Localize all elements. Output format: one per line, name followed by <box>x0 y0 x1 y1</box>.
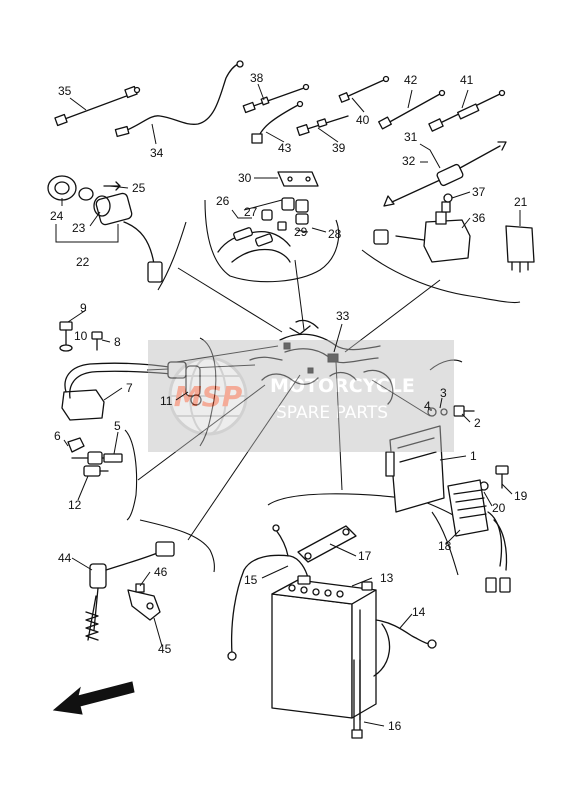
part-15-lead <box>227 524 309 661</box>
watermark-globe-icon <box>168 356 248 436</box>
callout-19: 19 <box>514 489 528 503</box>
callout-20: 20 <box>492 501 506 515</box>
watermark: MSP MOTORCYCLE SPARE PARTS <box>148 340 454 452</box>
part-26-29-plug-leads <box>217 197 309 263</box>
callout-leaders <box>55 83 521 727</box>
part-17-strap <box>297 525 357 563</box>
watermark-line1: MOTORCYCLE <box>270 375 415 397</box>
callout-38: 38 <box>250 71 264 85</box>
part-14-lead <box>373 619 437 677</box>
bracket-group-44-46 <box>139 519 215 573</box>
bracket-group-36-21 <box>361 249 521 304</box>
callout-6: 6 <box>54 429 61 443</box>
callout-23: 23 <box>72 221 86 235</box>
callout-25: 25 <box>132 181 146 195</box>
callout-21: 21 <box>514 195 528 209</box>
part-5-6-12-sensor <box>67 437 123 477</box>
callout-12: 12 <box>68 498 82 512</box>
callout-numbers: 35 34 38 43 39 40 42 41 31 32 25 24 23 2… <box>50 71 528 733</box>
bracket-group-1-2 <box>429 359 463 371</box>
watermark-logo: MSP <box>174 380 243 413</box>
harness-leader-lines <box>137 259 441 541</box>
part-13-battery <box>271 575 377 721</box>
part-39-lead <box>296 115 349 136</box>
part-8-10-bolts <box>59 321 103 352</box>
callout-10: 10 <box>74 329 88 343</box>
bracket-group-26-30 <box>204 199 340 283</box>
callout-11: 11 <box>160 394 173 408</box>
callout-28: 28 <box>328 227 342 241</box>
callout-33: 33 <box>336 309 350 323</box>
callout-41: 41 <box>460 73 474 87</box>
watermark-band <box>148 340 454 452</box>
callout-2: 2 <box>474 416 481 430</box>
callout-14: 14 <box>412 605 426 619</box>
part-30-plate <box>277 171 319 187</box>
callout-46: 46 <box>154 565 168 579</box>
callout-29: 29 <box>294 225 308 239</box>
callout-31: 31 <box>404 130 418 144</box>
callout-30: 30 <box>238 171 252 185</box>
part-42-lead <box>378 89 446 130</box>
part-16-tube <box>351 659 363 739</box>
wiring-harness <box>249 319 394 405</box>
callout-22: 22 <box>76 255 90 269</box>
part-7-coil <box>61 361 202 421</box>
callout-8: 8 <box>114 335 121 349</box>
callout-24: 24 <box>50 209 64 223</box>
callout-39: 39 <box>332 141 346 155</box>
callout-32: 32 <box>402 154 416 168</box>
callout-3: 3 <box>440 386 447 400</box>
callout-27: 27 <box>244 205 258 219</box>
part-2-4-fasteners <box>427 405 475 417</box>
bracket-group-7 <box>199 337 217 447</box>
callout-44: 44 <box>58 551 72 565</box>
part-21-relay <box>505 225 535 273</box>
part-40-lead <box>338 75 390 103</box>
callout-26: 26 <box>216 194 230 208</box>
callout-37: 37 <box>472 185 486 199</box>
part-31-32-cable <box>383 141 507 207</box>
part-22-25-switch <box>47 175 163 283</box>
callout-35: 35 <box>58 84 72 98</box>
callout-42: 42 <box>404 73 418 87</box>
callout-1: 1 <box>470 449 477 463</box>
part-41-lead <box>428 89 506 132</box>
part-1-cdi-unit <box>385 425 445 513</box>
callout-18: 18 <box>438 539 452 553</box>
callout-13: 13 <box>380 571 394 585</box>
bracket-group-5-12 <box>124 429 138 521</box>
callout-16: 16 <box>388 719 402 733</box>
callout-40: 40 <box>356 113 370 127</box>
callout-7: 7 <box>126 381 133 395</box>
callout-5: 5 <box>114 419 121 433</box>
callout-15: 15 <box>244 573 258 587</box>
part-36-37-relay <box>373 193 471 263</box>
callout-4: 4 <box>424 399 431 413</box>
callout-9: 9 <box>80 301 87 315</box>
callout-43: 43 <box>278 141 292 155</box>
watermark-line2: SPARE PARTS <box>276 403 388 423</box>
part-34-lead <box>114 60 244 138</box>
callout-34: 34 <box>150 146 164 160</box>
front-arrow-icon <box>52 681 135 715</box>
callout-45: 45 <box>158 642 172 656</box>
part-43-lead <box>251 100 304 144</box>
part-38-lead <box>242 83 310 114</box>
harness-connector <box>327 353 339 363</box>
part-35-lead <box>54 85 141 127</box>
part-44-46-switch <box>85 541 175 641</box>
callout-36: 36 <box>472 211 486 225</box>
part-18-rectifier <box>447 479 511 593</box>
callout-17: 17 <box>358 549 372 563</box>
bracket-group-22-25 <box>157 221 187 291</box>
